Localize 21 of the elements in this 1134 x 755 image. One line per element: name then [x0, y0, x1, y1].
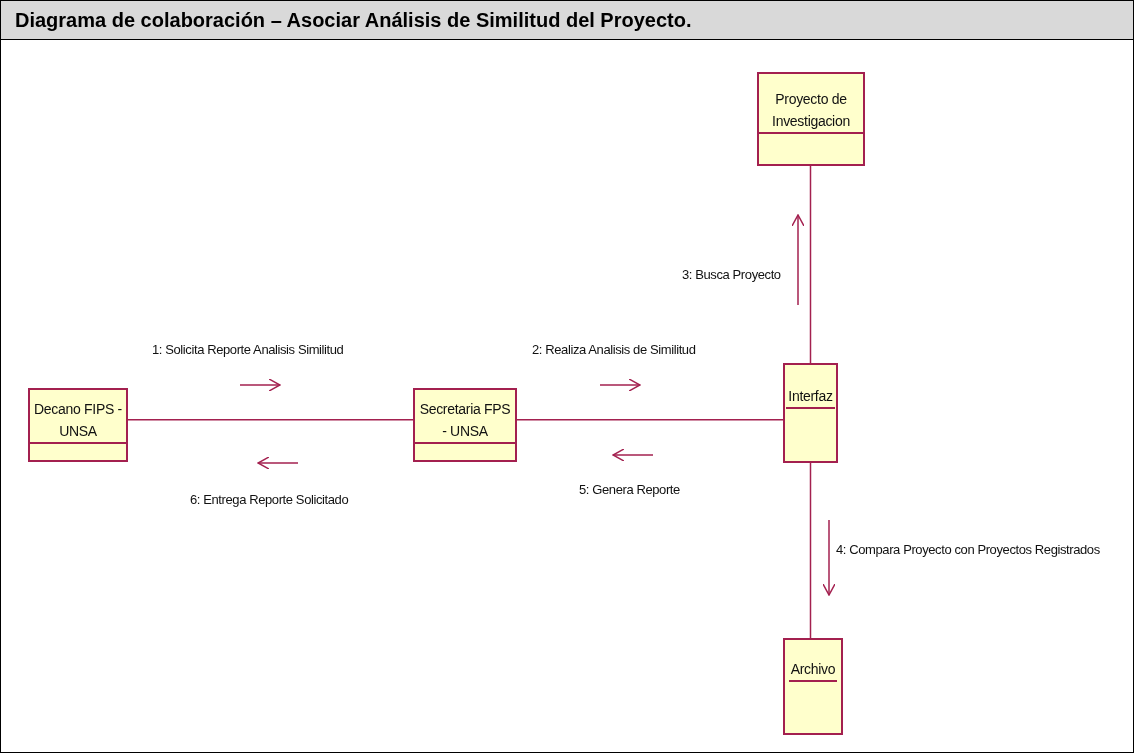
object-name: Secretaria FPS - UNSA: [415, 398, 515, 444]
object-box: [413, 388, 517, 462]
association-line: [127, 419, 414, 421]
association-line: [516, 419, 784, 421]
object-box: [783, 363, 838, 463]
object-name: Interfaz: [786, 385, 835, 409]
association-line: [809, 165, 812, 364]
object-box: [783, 638, 843, 735]
message-label: 4: Compara Proyecto con Proyectos Registrados: [836, 542, 1100, 557]
message-label: 1: Solicita Reporte Analisis Similitud: [152, 342, 344, 357]
message-label: 2: Realiza Analisis de Similitud: [532, 342, 696, 357]
object-box: [28, 388, 128, 462]
message-label: 3: Busca Proyecto: [682, 267, 781, 282]
object-name: Proyecto de Investigacion: [759, 88, 863, 134]
object-box: [757, 72, 865, 166]
diagram-title: Diagrama de colaboración – Asociar Análisis de Similitud del Proyecto.: [15, 9, 692, 32]
message-label: 6: Entrega Reporte Solicitado: [190, 492, 349, 507]
association-line: [809, 462, 812, 639]
object-name: Decano FIPS - UNSA: [30, 398, 126, 444]
object-name: Archivo: [788, 658, 838, 682]
message-label: 5: Genera Reporte: [579, 482, 680, 497]
